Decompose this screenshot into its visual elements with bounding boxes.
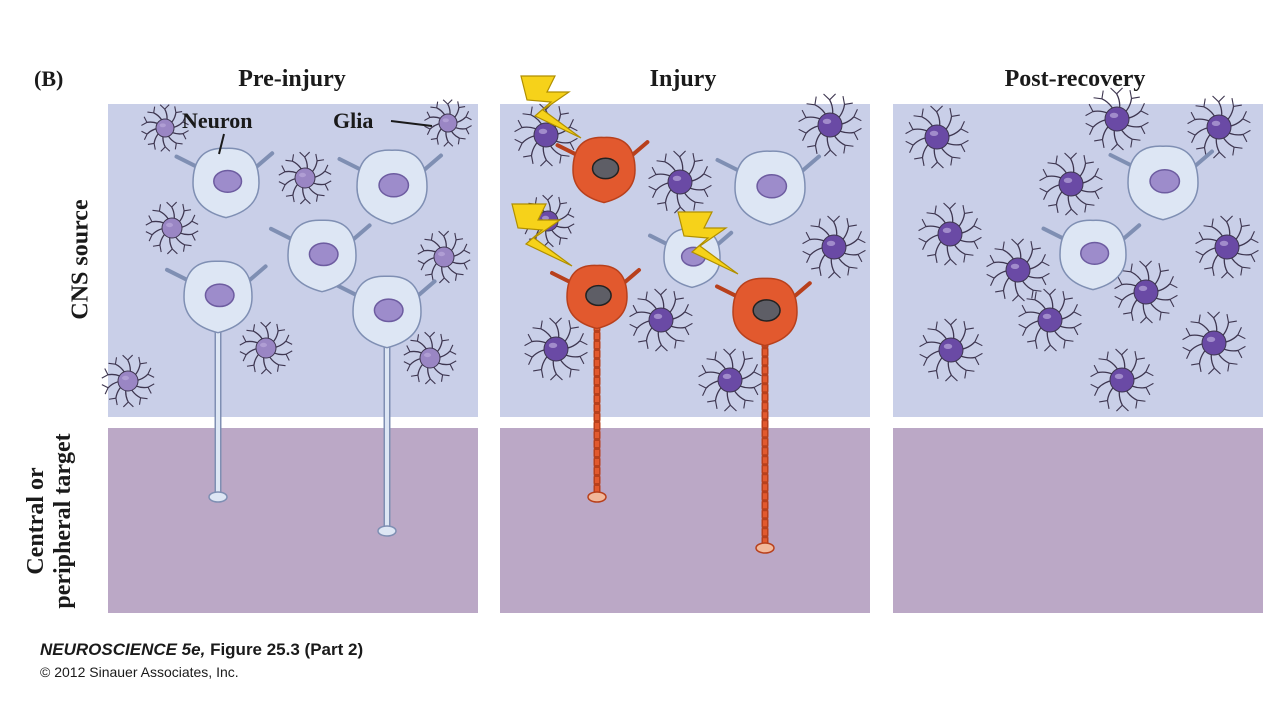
lightning-bolt-icon [520,75,582,139]
glia-leader-line [390,120,433,127]
neuron [287,219,357,293]
glial-cell [918,202,982,266]
neuron [192,147,260,219]
glial-cell [1039,152,1103,216]
glial-cell [629,288,693,352]
lightning-bolt-icon [511,203,573,267]
copyright-text: © 2012 Sinauer Associates, Inc. [40,664,239,680]
lightning-layer [511,75,739,275]
glial-cell [1090,348,1154,412]
book-title: NEUROSCIENCE 5e, [40,640,206,659]
glial-cell [417,230,471,284]
injured-neuron [566,264,628,503]
row-label-target-line1: Central or [23,467,49,575]
neuron-callout: Neuron [182,108,253,133]
glial-cell [524,317,588,381]
glial-cell [278,151,332,205]
glial-cell [798,93,862,157]
glial-cell [1114,260,1178,324]
neuron [352,275,422,537]
glia-callout: Glia [333,108,374,133]
glial-cell [1018,288,1082,352]
target-panel-pre-injury [108,428,478,613]
glial-cell [403,331,457,385]
row-label-target: Central or peripheral target [23,411,79,631]
figure-credit: NEUROSCIENCE 5e, Figure 25.3 (Part 2) [40,640,363,660]
figure-number: Figure 25.3 (Part 2) [210,640,364,659]
lightning-bolt-icon [677,211,739,275]
glial-cell [919,318,983,382]
glial-cell [1085,87,1149,151]
neuron [1059,219,1127,291]
glial-cell [1187,95,1251,159]
neuron [734,150,806,226]
column-title-injury: Injury [649,66,717,92]
injured-neuron [732,277,798,554]
glial-cell [648,150,712,214]
column-title-pre-injury: Pre-injury [238,66,346,92]
glial-cell [424,99,472,147]
target-panel-post-recovery [893,428,1263,613]
glial-cell [1195,215,1259,279]
neuron-leader-line [218,133,225,155]
row-label-cns-source: CNS source [67,199,94,320]
injured-neuron [572,136,636,204]
target-panel-injury [500,428,870,613]
glia-layer [101,87,1259,412]
glial-cell [905,105,969,169]
neuron [1127,145,1199,221]
glial-cell [698,348,762,412]
glial-cell [239,321,293,375]
figure-label: (B) [34,66,64,91]
glial-cell [986,238,1050,302]
glial-cell [1182,311,1246,375]
neuron-layer [183,136,1199,554]
neuron [183,260,253,503]
glial-cell [101,354,155,408]
row-label-target-line2: peripheral target [50,433,76,609]
neuron [356,149,428,225]
callout-leaders [218,120,433,155]
glial-cell [802,215,866,279]
glial-cell [141,104,189,152]
neuron [663,227,721,289]
glial-cell [145,201,199,255]
column-title-post-recovery: Post-recovery [1004,66,1146,92]
